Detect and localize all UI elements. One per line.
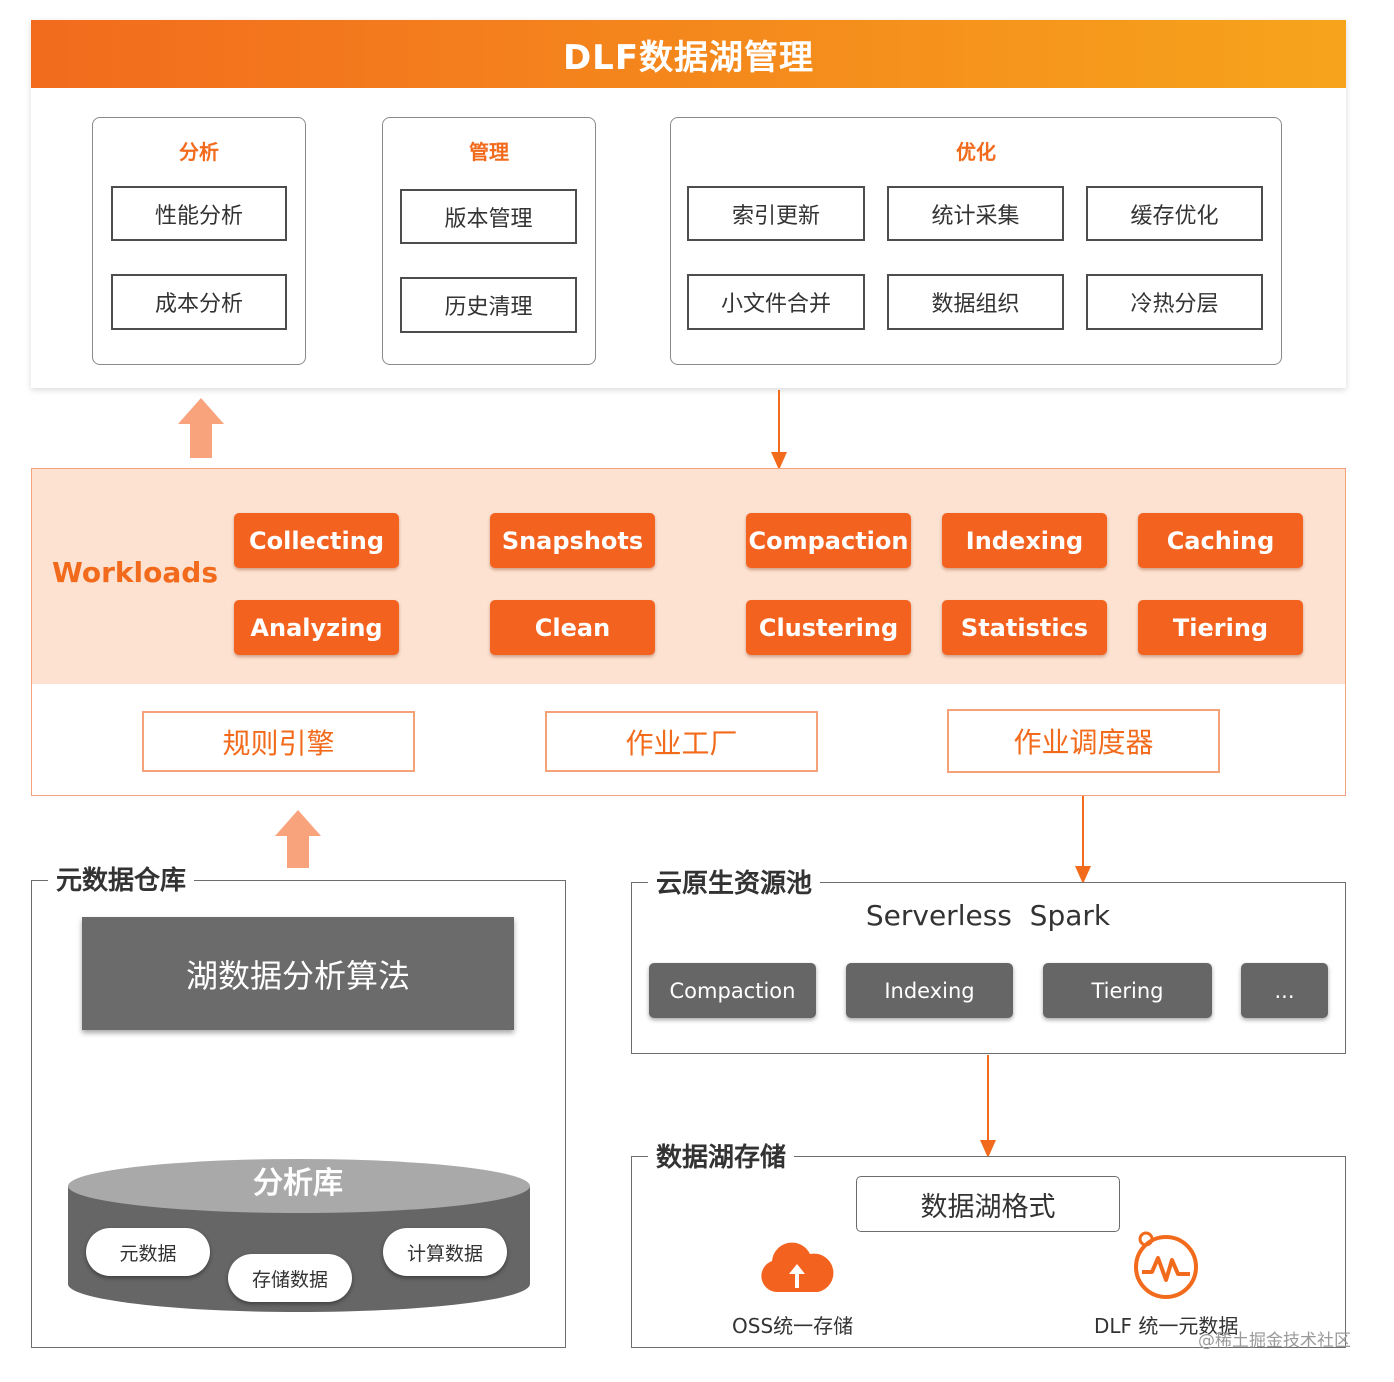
- analysis-db-cylinder: [68, 1159, 530, 1312]
- pool-indexing-button[interactable]: Indexing: [846, 963, 1013, 1018]
- item-small-file-merge[interactable]: 小文件合并: [687, 274, 865, 330]
- dlf-metadata-label: DLF 统一元数据: [1094, 1314, 1239, 1338]
- up-arrow-to-engines: [275, 810, 321, 868]
- group-management-title: 管理: [469, 140, 509, 164]
- item-data-organization[interactable]: 数据组织: [887, 274, 1064, 330]
- oss-cloud-upload-icon: [761, 1242, 834, 1292]
- lake-format-box[interactable]: 数据湖格式: [856, 1176, 1120, 1232]
- lake-storage-frame: [631, 1156, 1346, 1348]
- pool-compaction-button[interactable]: Compaction: [649, 963, 816, 1018]
- workload-caching-button[interactable]: Caching: [1138, 513, 1303, 568]
- metadata-warehouse-title: 元数据仓库: [48, 860, 195, 897]
- db-metadata-pill: 元数据: [86, 1228, 210, 1276]
- lake-storage-title: 数据湖存储: [648, 1137, 795, 1174]
- rule-engine-box[interactable]: 规则引擎: [142, 711, 415, 772]
- item-statistics-collection[interactable]: 统计采集: [887, 186, 1064, 241]
- item-history-cleanup[interactable]: 历史清理: [400, 277, 577, 333]
- item-hot-cold-tiering[interactable]: 冷热分层: [1086, 274, 1263, 330]
- item-performance-analysis[interactable]: 性能分析: [111, 186, 287, 241]
- group-optimization-title: 优化: [956, 140, 996, 164]
- analysis-db-label: 分析库: [253, 1166, 343, 1201]
- job-factory-box[interactable]: 作业工厂: [545, 711, 818, 772]
- workloads-label: Workloads: [52, 556, 218, 589]
- workload-indexing-button[interactable]: Indexing: [942, 513, 1107, 568]
- item-index-update[interactable]: 索引更新: [687, 186, 865, 241]
- management-title: DLF数据湖管理: [31, 20, 1346, 88]
- item-cost-analysis[interactable]: 成本分析: [111, 274, 287, 330]
- lake-analysis-algorithm-box: 湖数据分析算法: [82, 917, 514, 1030]
- db-compute-data-pill: 计算数据: [383, 1228, 507, 1276]
- pool-tiering-button[interactable]: Tiering: [1043, 963, 1212, 1018]
- serverless-spark-label: Serverless Spark: [865, 899, 1111, 932]
- workload-analyzing-button[interactable]: Analyzing: [234, 600, 399, 655]
- item-cache-optimization[interactable]: 缓存优化: [1086, 186, 1263, 241]
- workload-collecting-button[interactable]: Collecting: [234, 513, 399, 568]
- dlf-metadata-pulse-icon: [1134, 1231, 1198, 1299]
- workload-tiering-button[interactable]: Tiering: [1138, 600, 1303, 655]
- job-scheduler-box[interactable]: 作业调度器: [947, 709, 1220, 773]
- item-version-management[interactable]: 版本管理: [400, 189, 577, 244]
- workload-clustering-button[interactable]: Clustering: [746, 600, 911, 655]
- cloud-pool-title: 云原生资源池: [648, 863, 821, 900]
- db-storage-data-pill: 存储数据: [228, 1254, 352, 1302]
- pool-more-button[interactable]: ...: [1241, 963, 1328, 1018]
- workload-statistics-button[interactable]: Statistics: [942, 600, 1107, 655]
- workload-snapshots-button[interactable]: Snapshots: [490, 513, 655, 568]
- group-analysis-title: 分析: [179, 140, 219, 164]
- up-arrow-to-management: [178, 398, 224, 458]
- workload-clean-button[interactable]: Clean: [490, 600, 655, 655]
- watermark: @稀土掘金技术社区: [1198, 1331, 1351, 1351]
- workload-compaction-button[interactable]: Compaction: [746, 513, 911, 568]
- oss-storage-label: OSS统一存储: [732, 1314, 854, 1338]
